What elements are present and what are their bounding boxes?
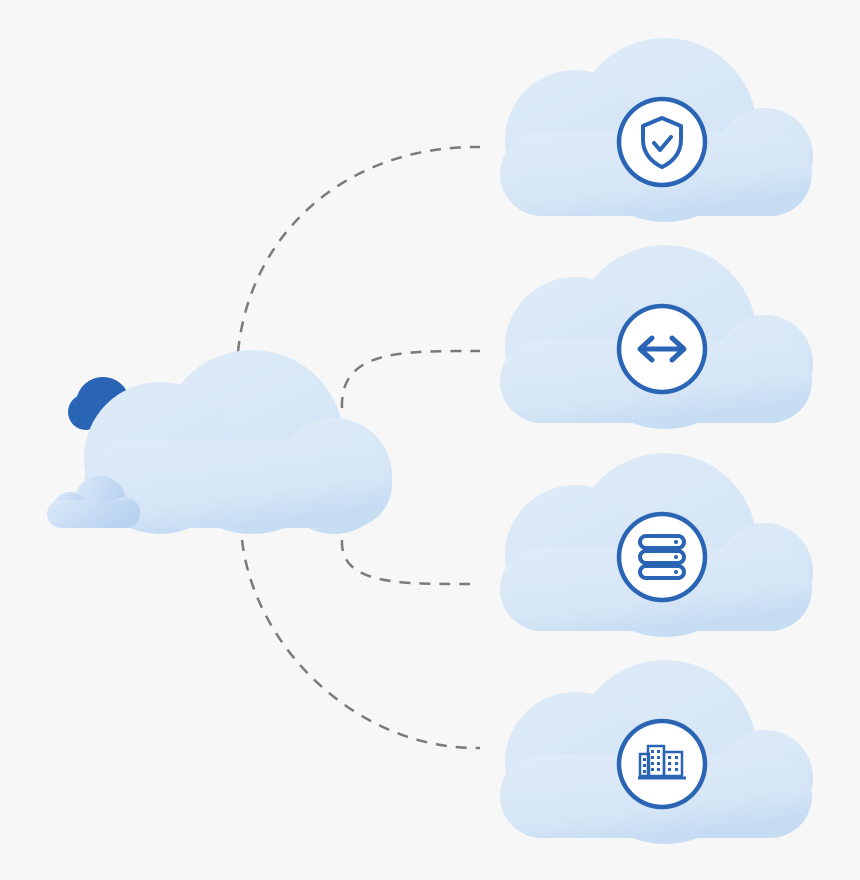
node-clouds — [500, 38, 813, 844]
node-cloud-transfer — [500, 245, 813, 429]
small-light-cloud — [47, 476, 140, 528]
building-icon — [616, 718, 708, 810]
node-cloud-datacenter — [500, 660, 813, 844]
edge-security — [236, 145, 481, 353]
connectors — [236, 145, 481, 750]
edge-datacenter — [240, 539, 481, 750]
edge-storage — [340, 539, 471, 586]
server-stack-icon — [616, 511, 708, 603]
node-cloud-security — [500, 38, 813, 222]
double-arrow-icon — [616, 303, 708, 395]
node-cloud-storage — [500, 453, 813, 637]
shield-check-icon — [616, 96, 708, 188]
edge-transfer — [340, 349, 481, 409]
central-cloud — [47, 350, 392, 534]
